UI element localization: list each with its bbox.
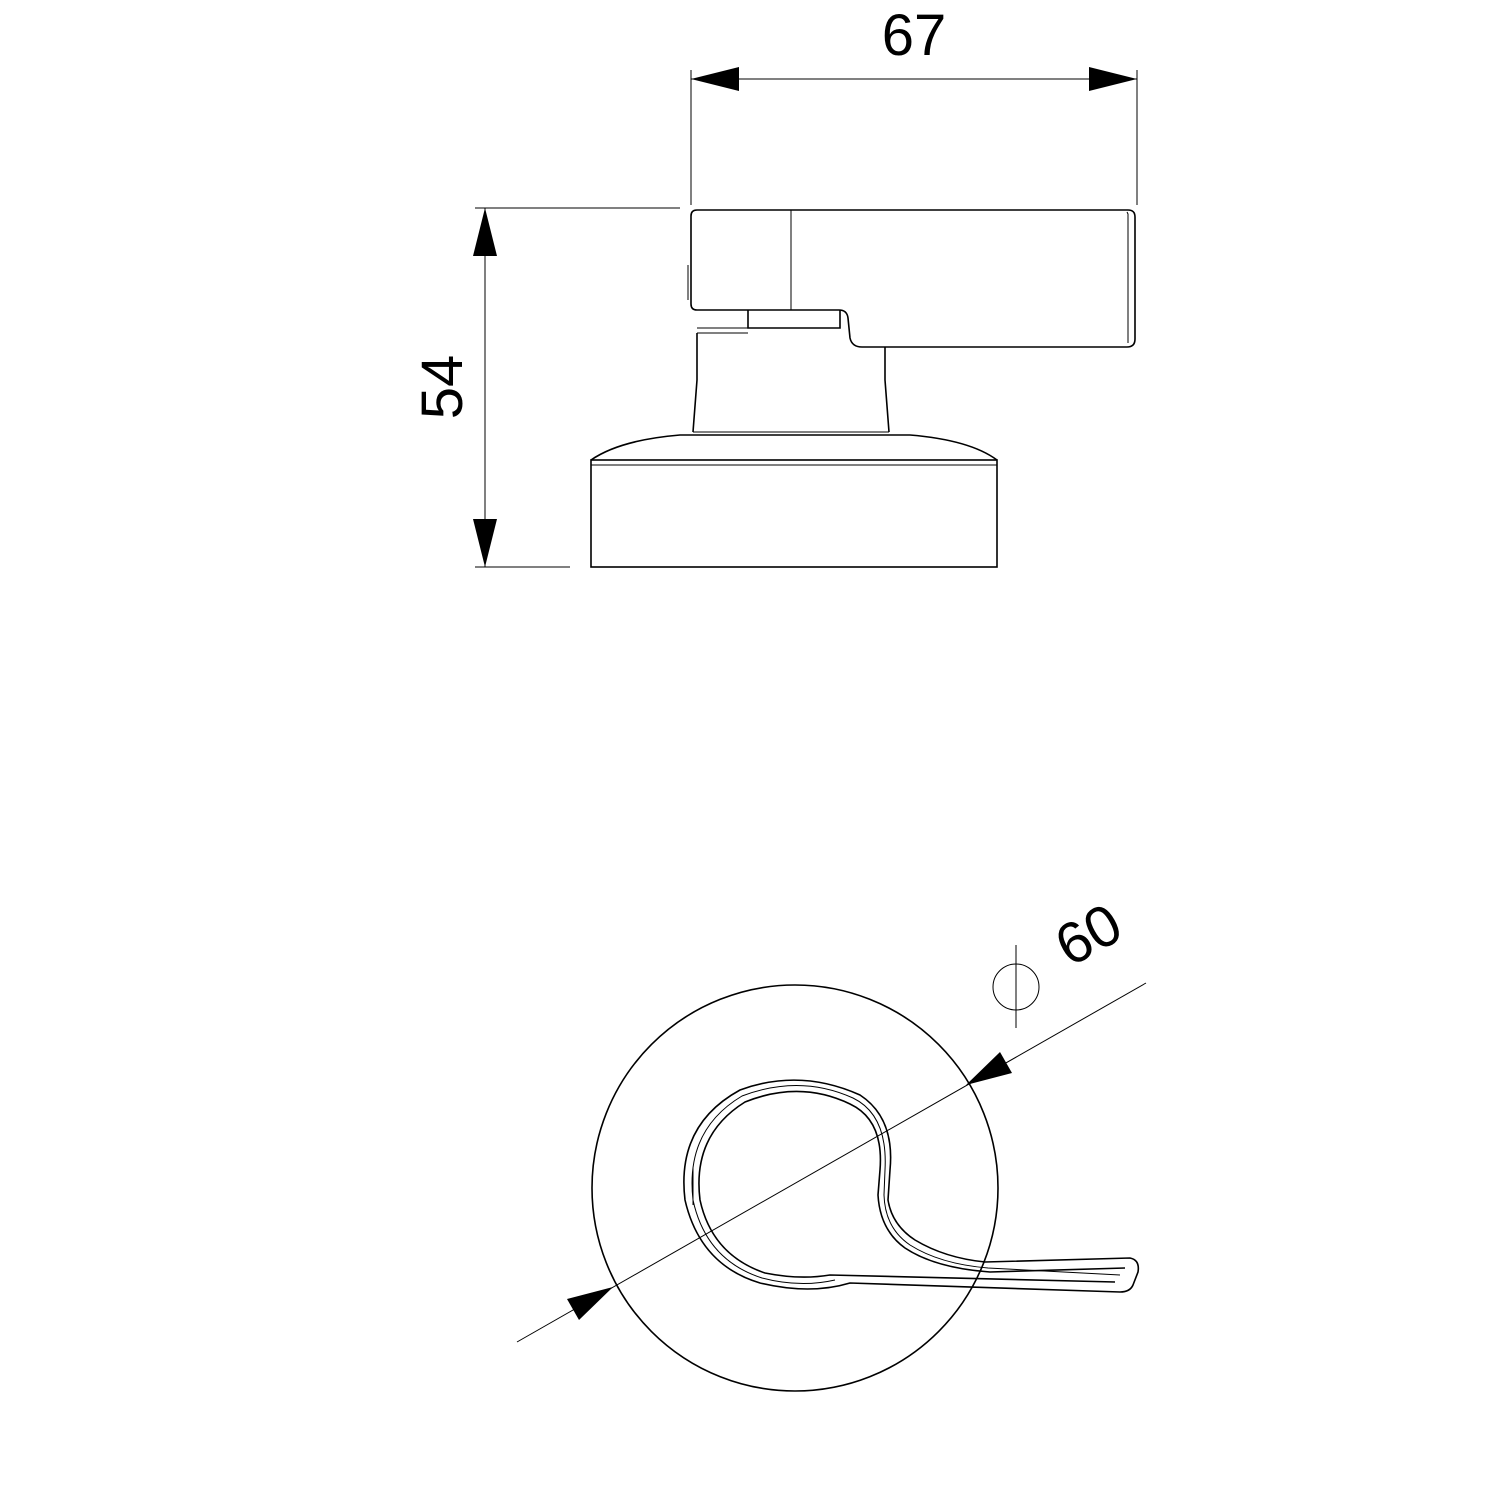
lever-inner-highlight bbox=[691, 1085, 1121, 1285]
diameter-label: 60 bbox=[1045, 891, 1133, 979]
height-dimension: 54 bbox=[410, 207, 680, 568]
handle-side bbox=[687, 209, 1136, 348]
lever-outer-contour bbox=[683, 1079, 1140, 1293]
neck-right-edge bbox=[884, 347, 890, 433]
top-view: 60 bbox=[516, 891, 1147, 1392]
width-label: 67 bbox=[882, 3, 947, 68]
height-arrow-top bbox=[473, 208, 497, 256]
handle-outline bbox=[690, 209, 1136, 348]
diameter-arrow-upper bbox=[966, 1052, 1012, 1085]
rosette-body bbox=[590, 459, 998, 568]
diameter-symbol bbox=[992, 945, 1040, 1028]
lever-inner-contour bbox=[698, 1090, 1126, 1283]
rosette-circle bbox=[591, 984, 999, 1392]
spindle-neck bbox=[692, 310, 890, 433]
base-rosette bbox=[590, 431, 998, 568]
diameter-arrow-lower bbox=[567, 1287, 613, 1320]
spindle-top bbox=[747, 310, 841, 329]
width-dimension: 67 bbox=[690, 3, 1138, 205]
width-arrow-left bbox=[691, 67, 739, 91]
rosette-dome bbox=[590, 434, 998, 461]
height-arrow-bottom bbox=[473, 519, 497, 567]
side-view: 67 54 bbox=[410, 3, 1138, 568]
height-label: 54 bbox=[410, 355, 475, 420]
handle-edge-highlight bbox=[1126, 211, 1129, 343]
neck-left-edge bbox=[692, 333, 698, 433]
diameter-dimension-line bbox=[516, 982, 1147, 1343]
width-arrow-right bbox=[1089, 67, 1137, 91]
